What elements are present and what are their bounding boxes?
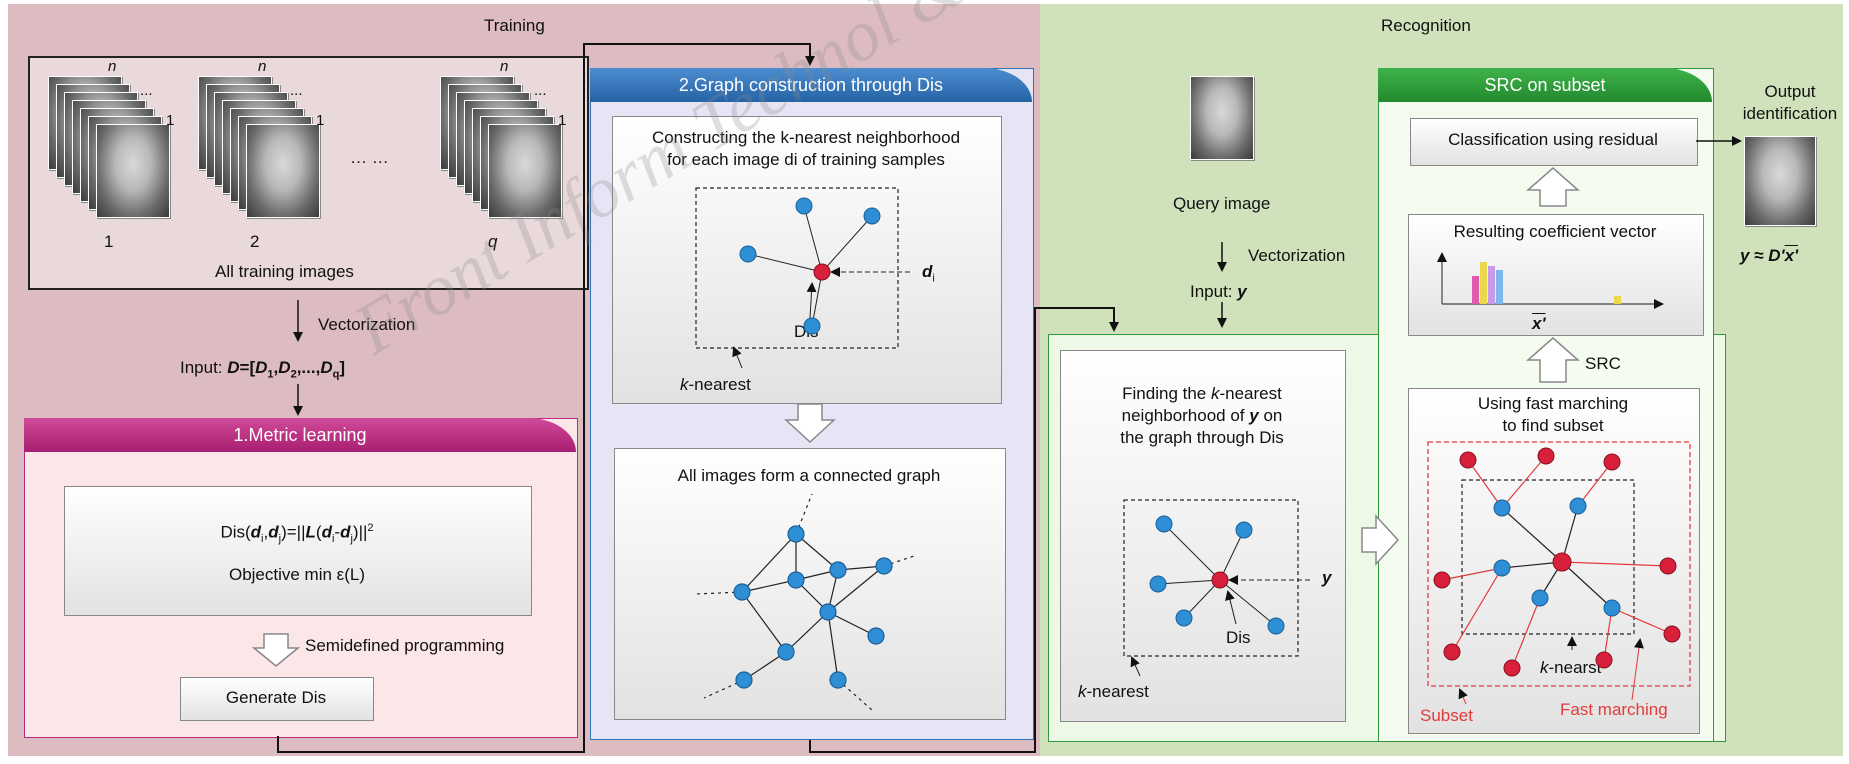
face-stack-q-card <box>488 124 562 218</box>
semidefined-programming-label: Semidefined programming <box>305 636 505 655</box>
stack-2-ellipsis: ... <box>290 82 303 99</box>
recognition-knearest-label: k-nearest <box>1078 682 1149 701</box>
stack-2-n-label: n <box>258 58 267 75</box>
finding-line-1: Finding the k-nearest <box>1122 384 1282 403</box>
stack-2-one-label: 1 <box>316 112 325 129</box>
block-arrow-graph <box>784 403 836 444</box>
metric-learning-tab: 1.Metric learning <box>24 418 576 452</box>
graph-construction-tab: 2.Graph construction through Dis <box>590 68 1032 102</box>
knn-line-1: Constructing the k-nearest neighborhood <box>651 128 961 147</box>
src-arrow-label: SRC <box>1585 354 1621 373</box>
recognition-input-label: Input: y <box>1190 282 1247 301</box>
recognition-dis-label: Dis <box>1226 628 1251 647</box>
all-training-images-caption: All training images <box>215 262 354 281</box>
training-input-label: Input: D=[D1,D2,...,Dq] <box>180 358 345 381</box>
classification-label: Classification using residual <box>1448 130 1658 149</box>
face-stack-1-card <box>96 124 170 218</box>
block-arrow-src <box>1526 337 1580 383</box>
training-vectorization-label: Vectorization <box>318 315 416 334</box>
output-title-1: Output <box>1764 82 1816 101</box>
knn-star-graph <box>695 187 910 369</box>
face-stack-2-card <box>246 124 320 218</box>
stack-caption-q: q <box>488 232 498 251</box>
stack-1-ellipsis: ... <box>140 82 153 99</box>
src-tab: SRC on subset <box>1378 68 1712 102</box>
connected-graph-label: All images form a connected graph <box>677 466 941 485</box>
subset-label: Subset <box>1420 706 1473 725</box>
generate-dis-label: Generate Dis <box>225 688 327 707</box>
block-arrow-to-fast-marching <box>1361 514 1400 566</box>
stack-q-one-label: 1 <box>558 112 567 129</box>
fast-marching-graph <box>1427 441 1691 705</box>
recognition-knn-graph <box>1123 499 1310 677</box>
training-title: Training <box>484 16 545 35</box>
recognition-y-label: y <box>1322 568 1332 587</box>
recognition-vectorization-label: Vectorization <box>1248 246 1346 265</box>
generate-dis-box <box>180 677 374 721</box>
query-image-caption: Query image <box>1173 194 1271 213</box>
finding-line-2: neighborhood of y on <box>1121 406 1283 425</box>
stack-1-n-label: n <box>108 58 117 75</box>
fast-marching-label: Fast marching <box>1560 700 1668 719</box>
between-stacks-ellipsis: … … <box>350 148 389 167</box>
output-formula: y ≈ D'x' <box>1740 246 1799 265</box>
knn-line-2: for each image di of training samples <box>667 150 945 169</box>
metric-formula: Dis(di,dj)=||L(di-dj)||2 <box>220 522 374 546</box>
output-title-2: identification <box>1742 104 1838 123</box>
connected-graph-box <box>614 448 1006 720</box>
x-hat-label: x' <box>1532 314 1546 333</box>
classification-box <box>1410 118 1698 166</box>
graph-knearest-label: k-nearest <box>680 375 751 394</box>
knn-construction-box <box>612 116 1002 404</box>
stack-caption-1: 1 <box>104 232 114 251</box>
coefficient-plot <box>1437 252 1664 309</box>
stack-caption-2: 2 <box>250 232 260 251</box>
stack-q-ellipsis: ... <box>534 82 547 99</box>
stack-1-one-label: 1 <box>166 112 175 129</box>
coefficient-box <box>1408 214 1704 336</box>
k-nearst-label: k-nearst <box>1540 658 1602 677</box>
connector-graph-to-recognition <box>809 307 1119 753</box>
output-face-image <box>1744 136 1816 226</box>
connected-graph <box>695 493 915 711</box>
metric-formula-box <box>64 486 532 616</box>
fast-marching-line-2: to find subset <box>1502 416 1604 435</box>
block-arrow-to-classification <box>1526 167 1580 207</box>
query-face-image <box>1190 76 1254 160</box>
metric-objective: Objective min ε(L) <box>228 565 366 584</box>
coefficient-title: Resulting coefficient vector <box>1453 222 1657 241</box>
fast-marching-line-1: Using fast marching <box>1477 394 1629 413</box>
di-label: di <box>922 262 935 285</box>
stack-q-n-label: n <box>500 58 509 75</box>
finding-line-3: the graph through Dis <box>1120 428 1284 447</box>
recognition-title: Recognition <box>1381 16 1471 35</box>
block-arrow-semidefined <box>251 633 301 667</box>
connector-metric-to-graph <box>277 43 815 753</box>
